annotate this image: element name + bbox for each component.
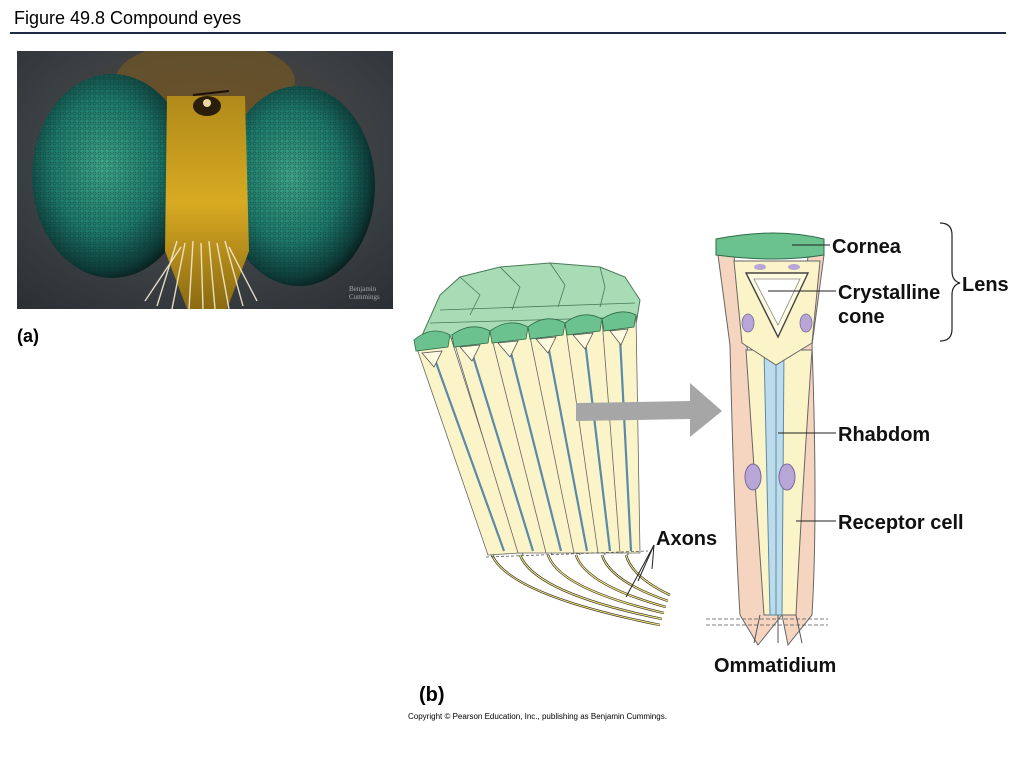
ommatidia-columns: [413, 311, 641, 556]
photo-watermark: Benjamin: [349, 285, 377, 293]
facet-cluster: [413, 262, 671, 627]
label-receptor-cell: Receptor cell: [838, 512, 964, 534]
compound-eye-photo: Benjamin Cummings: [17, 51, 393, 309]
label-cornea: Cornea: [832, 236, 902, 258]
photo-watermark-2: Cummings: [349, 293, 380, 301]
cornea-shape: [715, 232, 825, 260]
copyright-notice: Copyright © Pearson Education, Inc., pub…: [408, 712, 667, 721]
title-divider: [10, 32, 1006, 34]
label-lens: Lens: [962, 274, 1009, 296]
compound-eye-diagram: Cornea Crystalline cone Lens Rhabdom Rec…: [413, 222, 1009, 677]
figure-title: Figure 49.8 Compound eyes: [14, 8, 242, 28]
axon-bundle: [490, 554, 671, 627]
label-ommatidium: Ommatidium: [714, 655, 836, 677]
leader-lines: [625, 244, 836, 598]
label-axons: Axons: [656, 528, 717, 550]
label-crystalline: Crystalline: [838, 282, 940, 304]
zoom-arrow: [576, 383, 722, 437]
left-eye: [32, 74, 192, 278]
label-rhabdom: Rhabdom: [838, 424, 930, 446]
panel-a-label: (a): [17, 326, 39, 346]
head-bristles: [144, 240, 258, 309]
right-eye: [223, 86, 375, 286]
insect-head: [165, 90, 249, 309]
ommatidium-detail: [706, 232, 828, 647]
lens-brace: [939, 222, 961, 342]
panel-b-label: (b): [419, 684, 445, 706]
label-cone: cone: [838, 306, 885, 328]
